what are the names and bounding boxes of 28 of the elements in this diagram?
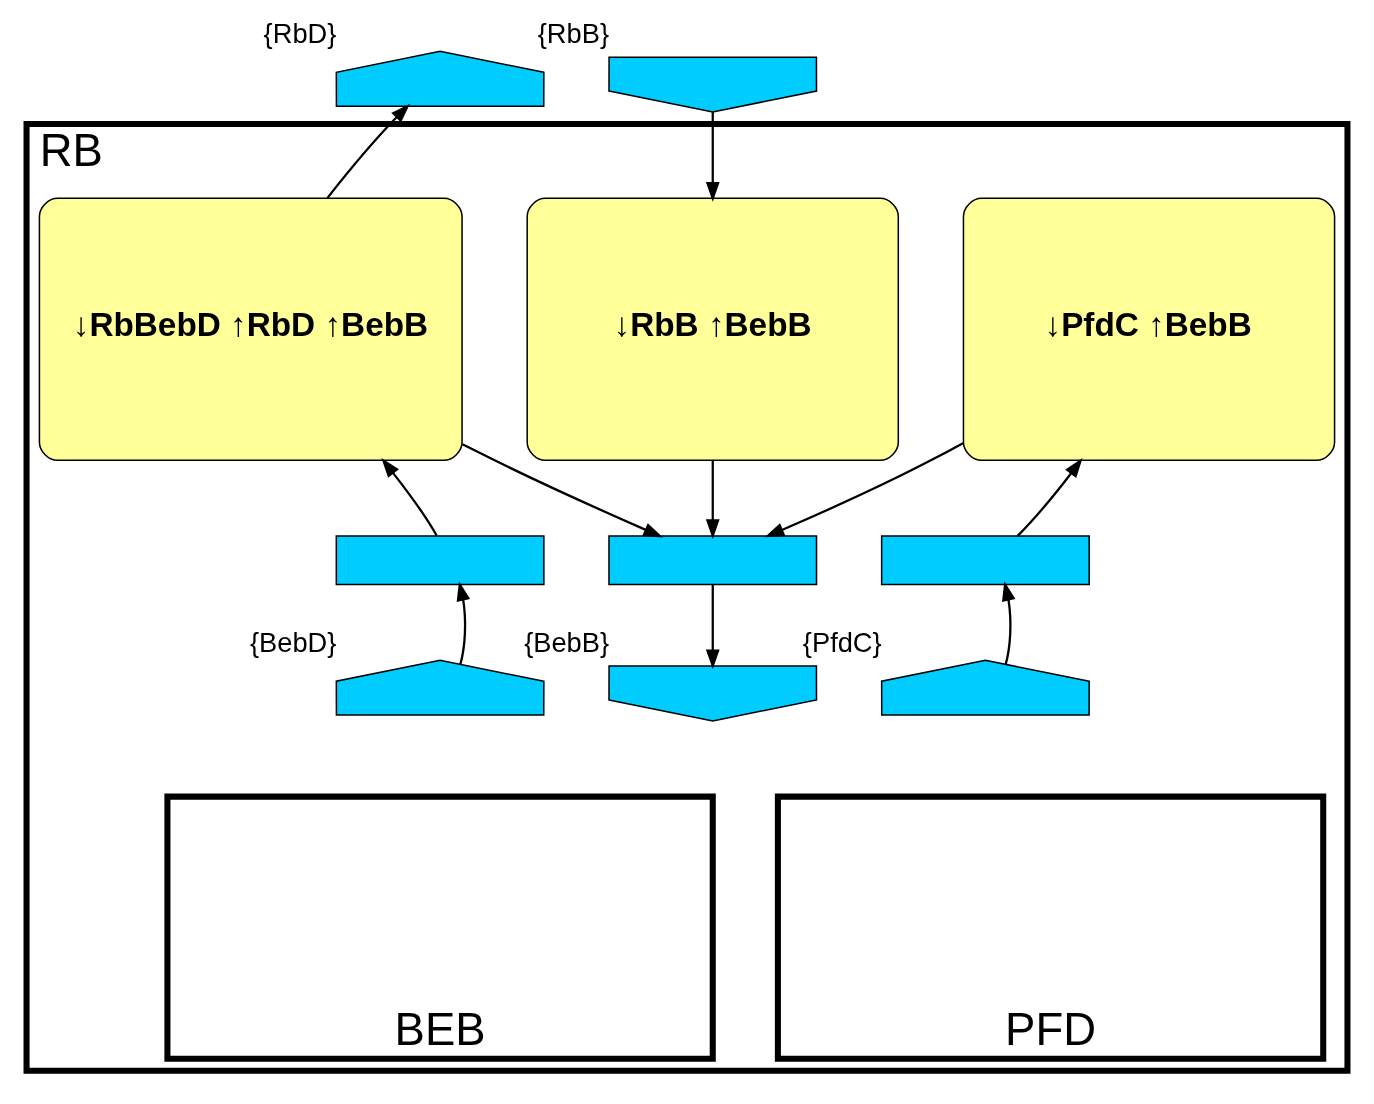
- node-box: ↓RbB ↑BebB: [526, 197, 900, 462]
- node-box: PFD: [774, 793, 1327, 1062]
- arrow: [1016, 458, 1083, 537]
- node-arrow: [608, 665, 818, 722]
- arrow: [381, 458, 438, 537]
- node-box: [335, 535, 545, 586]
- node-box: BEB: [164, 793, 716, 1062]
- arrow: [461, 443, 663, 538]
- arrow: [456, 581, 471, 665]
- arrow: [1001, 581, 1016, 665]
- arrow: [326, 103, 411, 199]
- node-label: {PfdC}: [802, 626, 882, 658]
- node-label: {BebB}: [524, 626, 610, 658]
- node-box: ↓RbBebD ↑RbD ↑BebB: [38, 197, 463, 462]
- node-arrow: [608, 56, 818, 113]
- node-arrow: [880, 659, 1090, 716]
- node-label: {BebD}: [249, 626, 337, 658]
- node-box: [880, 535, 1090, 586]
- node-arrow: [335, 50, 545, 107]
- arrow: [705, 584, 720, 670]
- arrow: [705, 460, 720, 539]
- arrow: [705, 112, 720, 202]
- node-label: {RbD}: [263, 17, 337, 49]
- node-box: [608, 535, 818, 586]
- node-box: ↓PfdC ↑BebB: [962, 197, 1336, 462]
- arrow: [764, 442, 964, 538]
- node-label: {RbB}: [537, 17, 609, 49]
- node-arrow: [335, 659, 545, 716]
